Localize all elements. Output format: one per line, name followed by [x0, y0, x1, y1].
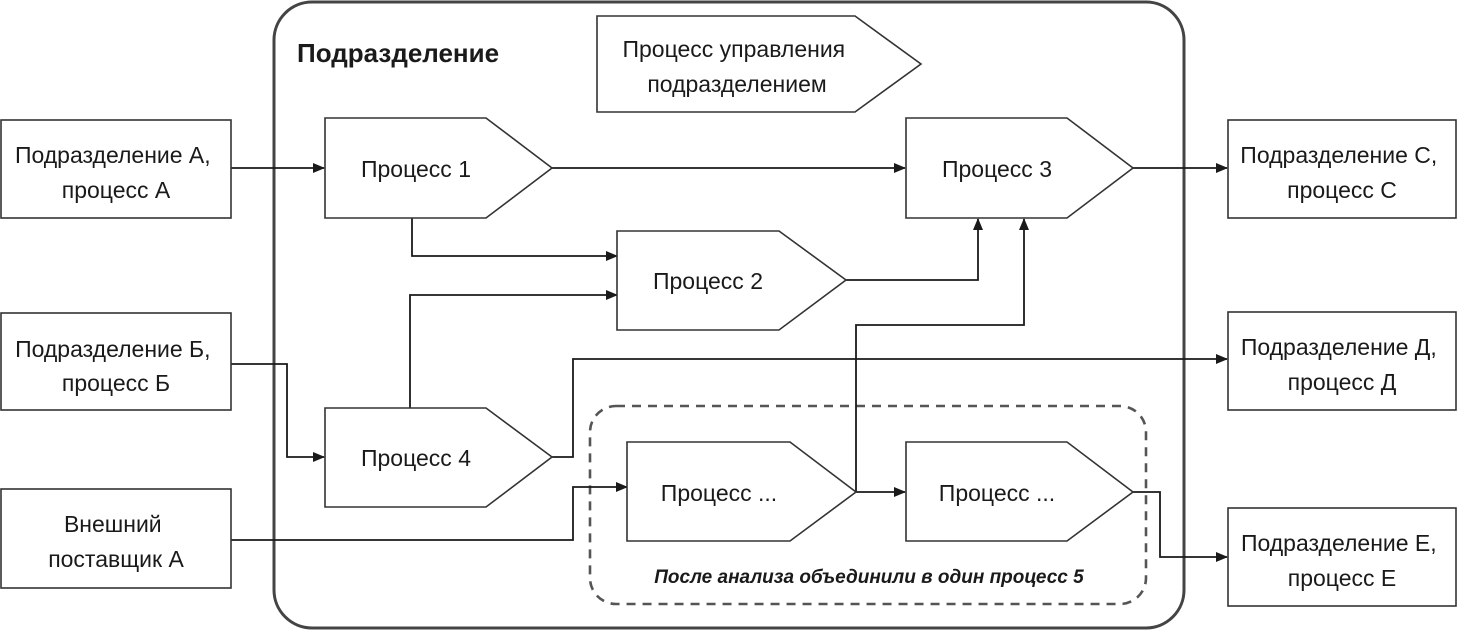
external-supplier-a-line-1: Внешний — [64, 511, 162, 537]
arrow-p5a-to-p3 — [855, 218, 1029, 492]
external-supplier-a-line-2: поставщик А — [48, 546, 184, 572]
arrow-p1-to-p2 — [411, 218, 618, 261]
external-department-b-line-2: процесс Б — [62, 370, 170, 396]
process-2-label: Процесс 2 — [653, 268, 763, 294]
process-3: Процесс 3 — [905, 117, 1135, 219]
process-1-label: Процесс 1 — [361, 156, 471, 182]
process-merged-b: Процесс ... — [905, 441, 1135, 542]
management-process-line-1: Процесс управления — [622, 36, 845, 62]
external-department-c-line-1: Подразделение С, — [1240, 142, 1437, 168]
external-department-d-line-2: процесс Д — [1288, 369, 1397, 395]
external-supplier-a: Внешний поставщик А — [0, 488, 232, 589]
external-department-b-line-1: Подразделение Б, — [15, 336, 210, 362]
external-department-a-line-2: процесс А — [62, 177, 171, 203]
external-department-b: Подразделение Б, процесс Б — [0, 312, 232, 411]
external-department-e-label: Подразделение Е, процесс Е — [1241, 530, 1443, 591]
external-department-c: Подразделение С, процесс С — [1227, 119, 1457, 219]
arrow-supplier-to-p5a — [231, 482, 628, 541]
arrow-b-to-p4 — [231, 363, 325, 462]
process-3-label: Процесс 3 — [942, 156, 1052, 182]
process-4: Процесс 4 — [324, 407, 554, 508]
external-department-a: Подразделение А, процесс А — [0, 119, 232, 219]
management-process-shape: Процесс управления подразделением — [596, 15, 923, 113]
arrow-p5b-to-e — [1133, 491, 1228, 562]
external-department-a-label: Подразделение А, процесс А — [15, 142, 217, 203]
merge-group-note: После анализа объединили в один процесс … — [654, 567, 1084, 588]
process-4-label: Процесс 4 — [361, 445, 471, 471]
department-title: Подразделение — [297, 38, 499, 68]
external-department-e-line-2: процесс Е — [1288, 565, 1396, 591]
management-process-label: Процесс управления подразделением — [622, 36, 851, 97]
external-department-d-line-1: Подразделение Д, — [1241, 334, 1437, 360]
management-process-line-2: подразделением — [647, 71, 826, 97]
merge-group-frame — [588, 404, 1148, 606]
external-department-e: Подразделение Е, процесс Е — [1227, 507, 1457, 607]
external-department-c-line-2: процесс С — [1287, 177, 1397, 203]
external-department-c-label: Подразделение С, процесс С — [1240, 142, 1443, 203]
external-department-d: Подразделение Д, процесс Д — [1227, 311, 1457, 411]
process-merged-b-label: Процесс ... — [939, 480, 1055, 506]
external-department-a-line-1: Подразделение А, — [15, 142, 211, 168]
process-merged-a: Процесс ... — [626, 441, 858, 542]
process-1: Процесс 1 — [324, 117, 554, 219]
process-merged-a-label: Процесс ... — [661, 480, 777, 506]
arrow-p4-to-p2 — [409, 290, 618, 408]
connectors — [231, 163, 1228, 562]
external-supplier-a-label: Внешний поставщик А — [48, 511, 184, 572]
external-department-d-label: Подразделение Д, процесс Д — [1241, 334, 1443, 395]
arrow-p4-to-d — [552, 354, 1228, 458]
arrow-p2-to-p3 — [846, 218, 983, 281]
process-2: Процесс 2 — [616, 230, 848, 331]
external-department-e-line-1: Подразделение Е, — [1241, 530, 1437, 556]
external-department-b-label: Подразделение Б, процесс Б — [15, 336, 217, 396]
